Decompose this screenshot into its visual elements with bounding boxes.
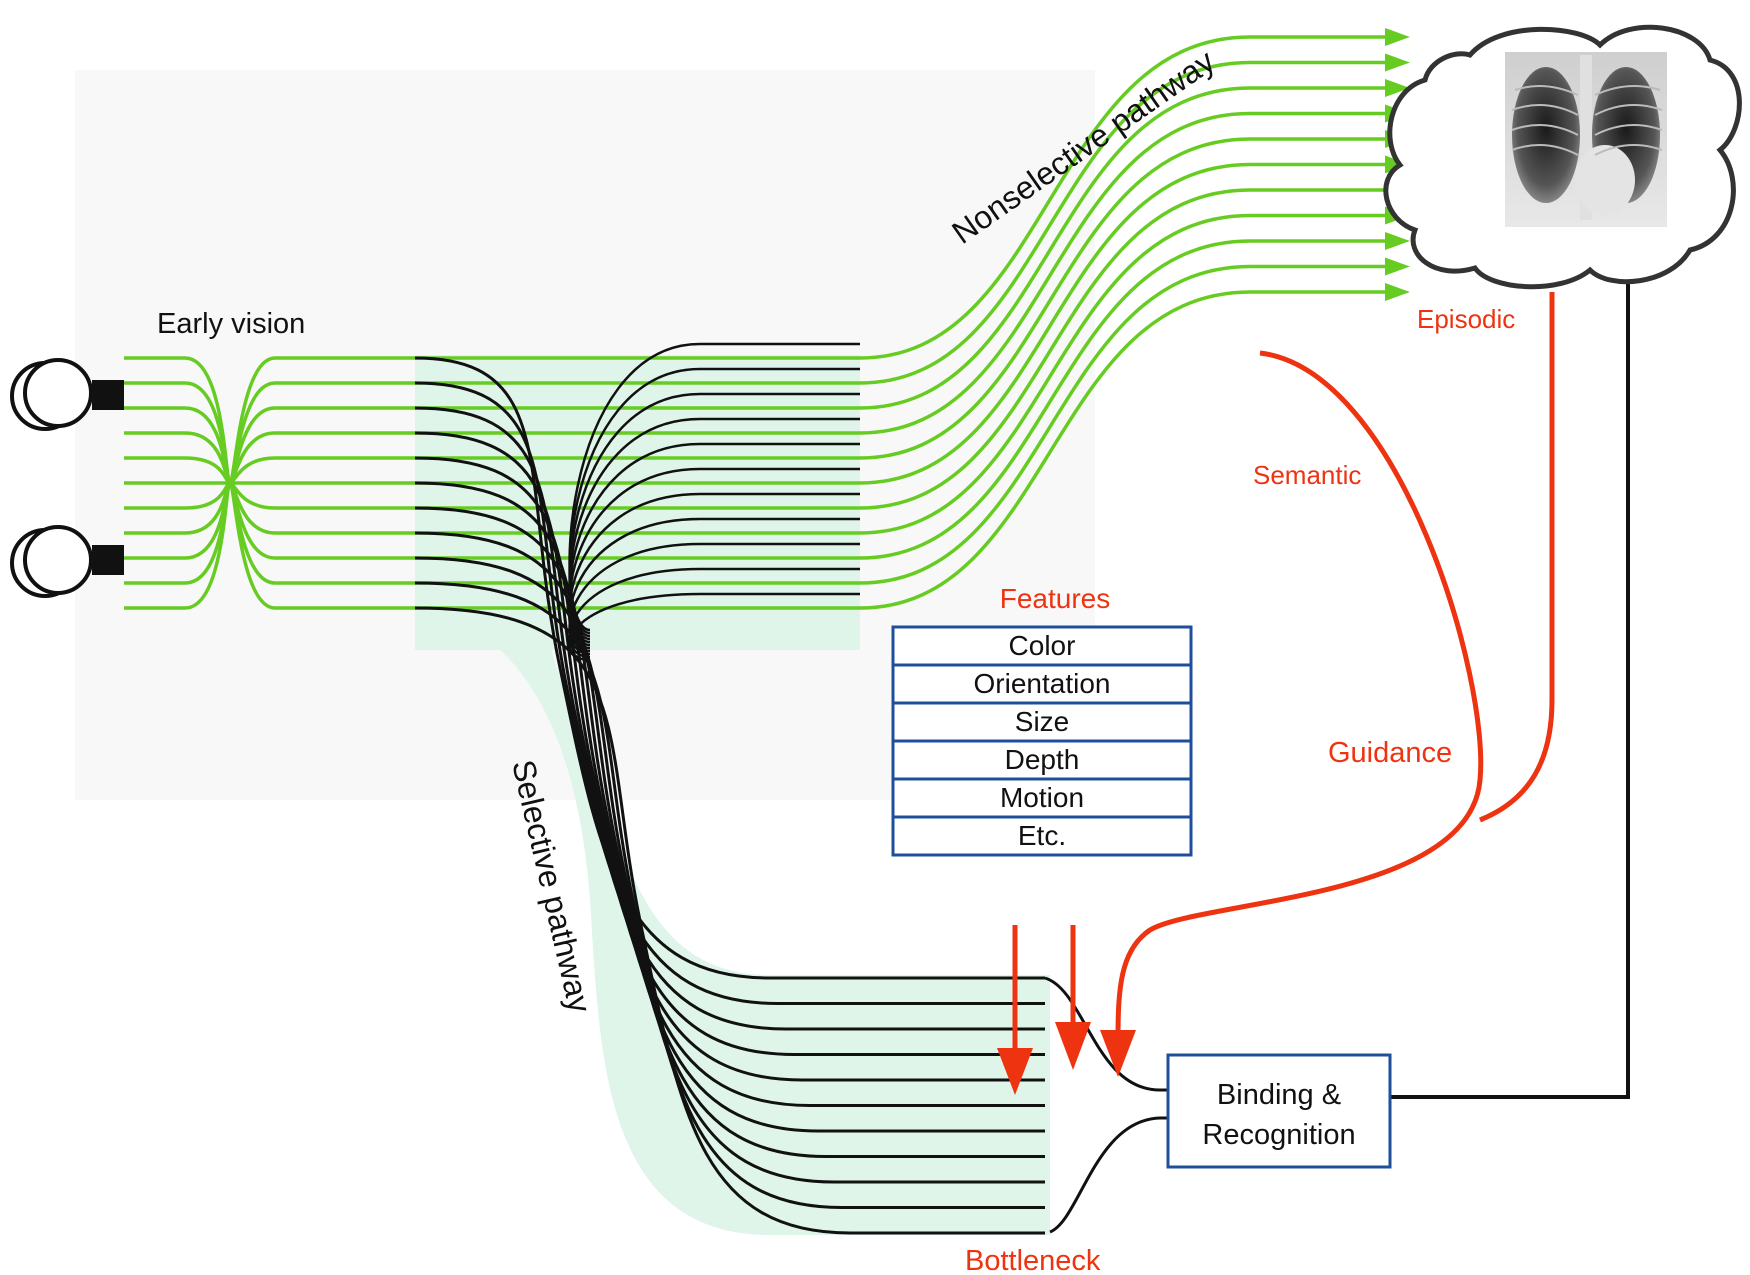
nonselective-line (415, 290, 1395, 610)
chest-xray-image (1505, 52, 1667, 227)
early-vision-label: Early vision (157, 308, 305, 340)
selective-line (414, 381, 1045, 1005)
eye-icon (10, 358, 124, 431)
nonselective-pathway-lines (415, 28, 1410, 610)
bottleneck-label: Bottleneck (965, 1245, 1101, 1275)
episodic-label: Episodic (1417, 304, 1515, 334)
features-table: Features ColorOrientationSizeDepthMotion… (891, 583, 1193, 857)
selective-line (414, 606, 1045, 1235)
bottleneck-funnel (1044, 976, 1175, 1234)
nonselective-line (415, 213, 1395, 535)
selective-line (414, 431, 1045, 1056)
feature-label: Orientation (974, 668, 1111, 699)
binding-recognition-box: Binding & Recognition (1166, 1053, 1392, 1169)
feature-label: Depth (1005, 744, 1080, 775)
nonselective-line (415, 111, 1395, 435)
semantic-label: Semantic (1253, 460, 1361, 490)
feature-row (891, 815, 1193, 857)
binding-label-line1: Binding & (1217, 1079, 1341, 1111)
feature-row (891, 701, 1193, 743)
recognition-to-memory-arrow (1390, 240, 1641, 1099)
selective-pathway-lines (414, 356, 1045, 1235)
nonselective-arrowhead (1385, 28, 1410, 46)
nonselective-line (415, 162, 1395, 485)
feature-label: Etc. (1018, 820, 1066, 851)
nonselective-line (415, 264, 1395, 585)
feature-label: Size (1015, 706, 1069, 737)
feature-row (891, 777, 1193, 819)
binding-label-line2: Recognition (1202, 1119, 1355, 1151)
features-title: Features (1000, 583, 1111, 614)
early-vision-lines (124, 356, 415, 610)
selective-line (414, 506, 1045, 1133)
guidance-label: Guidance (1328, 737, 1452, 769)
selective-line (414, 481, 1045, 1107)
early-vision-line (124, 356, 415, 610)
feature-row (891, 625, 1193, 667)
nonselective-line (415, 188, 1395, 510)
selective-line (414, 556, 1045, 1184)
nonselective-line (415, 239, 1395, 560)
selective-line (414, 531, 1045, 1158)
selective-line (414, 456, 1045, 1082)
nonselective-arrowhead (1385, 53, 1410, 72)
guidance-arrows (997, 292, 1555, 1095)
nonselective-arrowhead (1385, 257, 1410, 276)
feature-label: Motion (1000, 782, 1084, 813)
selective-line (414, 581, 1045, 1209)
nonselective-line (415, 137, 1395, 460)
nonselective-arrowhead (1385, 283, 1410, 301)
feature-row (891, 739, 1193, 781)
selective-shade (415, 360, 1050, 1235)
nonselective-arrowhead (1385, 232, 1410, 250)
nonselective-black-line (568, 567, 860, 659)
selective-line (414, 356, 1045, 980)
nonselective-line (415, 60, 1395, 385)
eye-icon (10, 525, 124, 598)
nonselective-line (415, 86, 1395, 410)
selective-line (414, 406, 1045, 1031)
feature-label: Color (1009, 630, 1076, 661)
nonselective-line (415, 35, 1395, 360)
nonselective-arrowhead (1385, 79, 1410, 97)
